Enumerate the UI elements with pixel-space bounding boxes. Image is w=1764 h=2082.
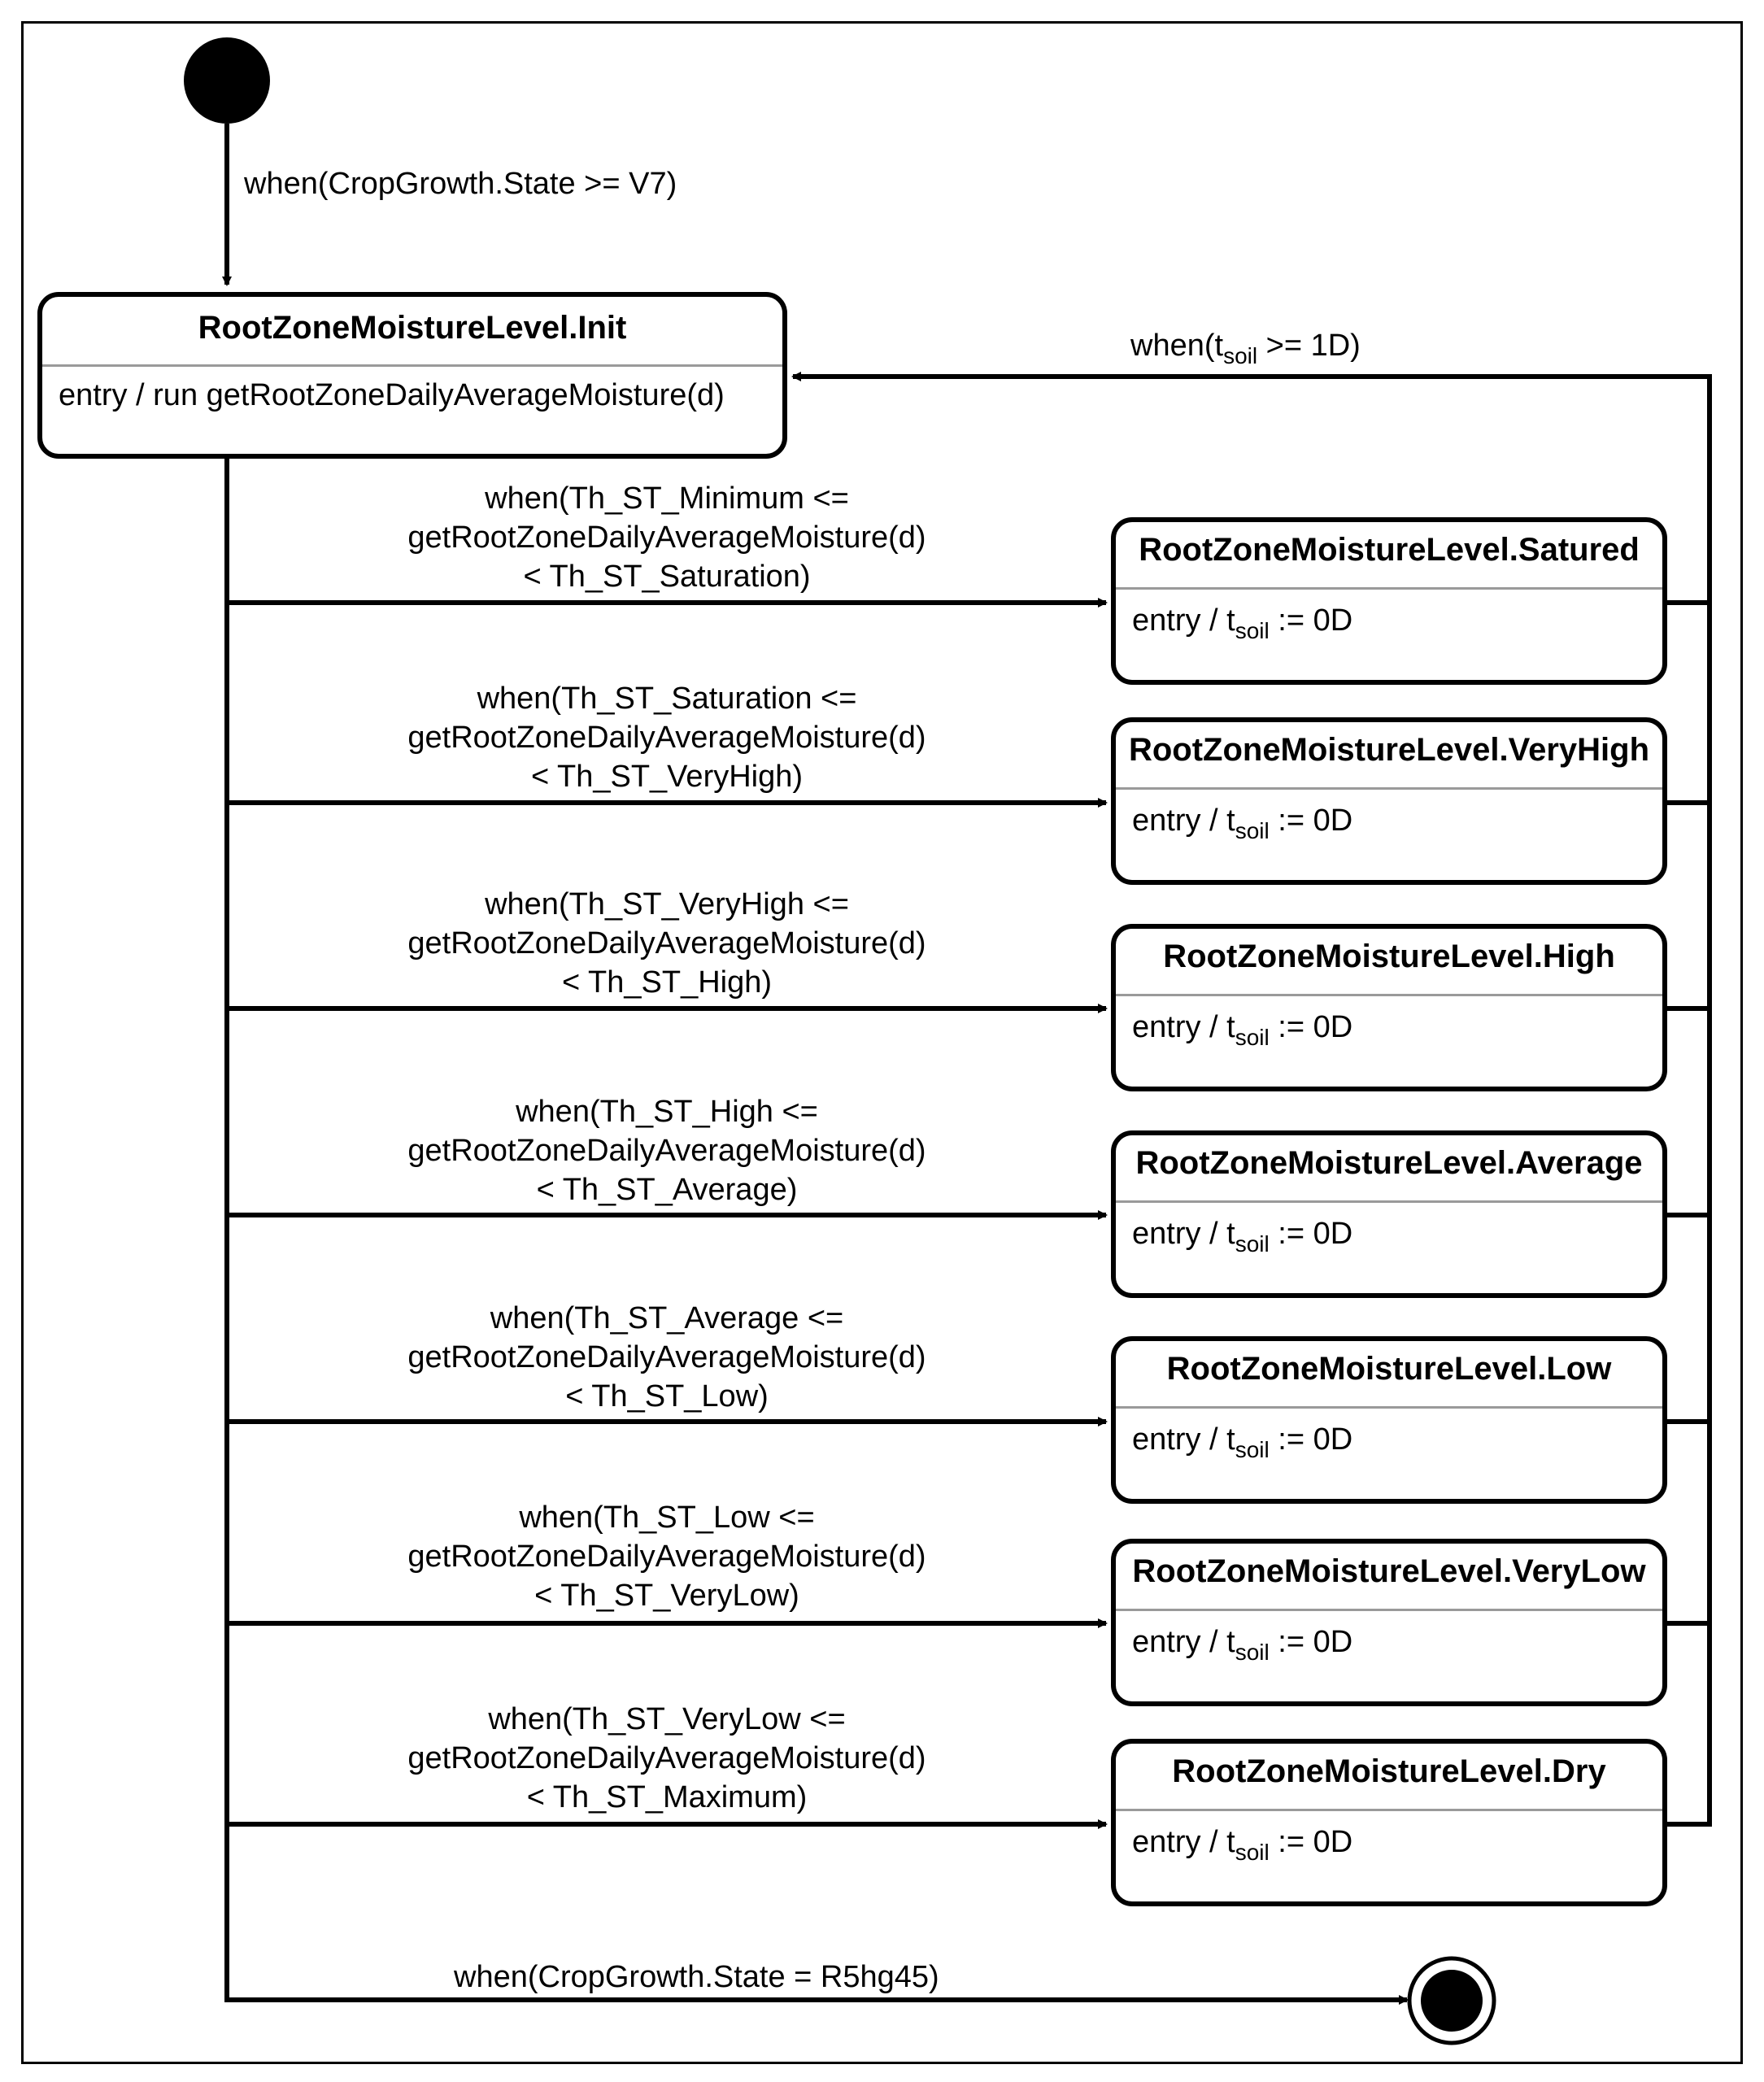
entry-prefix: entry / t: [1132, 1625, 1235, 1659]
state-title: RootZoneMoistureLevel.High: [1163, 939, 1615, 974]
entry-suffix: := 0D: [1269, 1010, 1353, 1044]
guard-line: < Th_ST_VeryHigh): [530, 760, 804, 794]
entry-prefix: entry / t: [1132, 1825, 1235, 1859]
state-box: RootZoneMoistureLevel.Average entry / tso…: [1111, 1130, 1667, 1298]
guard-line: getRootZoneDailyAverageMoisture(d): [407, 1134, 926, 1168]
state-entry-action: entry / tsoil := 0D: [1132, 1010, 1353, 1049]
guard-line: when(Th_ST_Minimum <=: [485, 481, 849, 516]
entry-sub: soil: [1235, 818, 1270, 843]
entry-prefix: entry / t: [1132, 804, 1235, 838]
guard-line: getRootZoneDailyAverageMoisture(d): [407, 1340, 926, 1374]
entry-suffix: := 0D: [1269, 1625, 1353, 1659]
entry-suffix: := 0D: [1269, 1422, 1353, 1457]
init-state-divider: [42, 364, 782, 367]
transition-guard-label: when(Th_ST_VeryHigh <= getRootZoneDailyAv…: [382, 885, 952, 1002]
init-state-entry: entry / run getRootZoneDailyAverageMoist…: [59, 378, 725, 412]
state-divider: [1116, 1809, 1662, 1811]
state-title: RootZoneMoistureLevel.Dry: [1172, 1753, 1606, 1789]
init-state: RootZoneMoistureLevel.Init entry / run g…: [37, 292, 787, 459]
transition-guard-label: when(Th_ST_Saturation <= getRootZoneDaily…: [382, 679, 952, 796]
transition-guard-label: when(Th_ST_VeryLow <= getRootZoneDailyAve…: [382, 1700, 952, 1817]
guard-line: getRootZoneDailyAverageMoisture(d): [407, 1540, 926, 1574]
diagram-frame: [21, 21, 1743, 2064]
guard-line: < Th_ST_Maximum): [526, 1780, 808, 1814]
state-title: RootZoneMoistureLevel.Average: [1135, 1145, 1643, 1181]
guard-line: < Th_ST_Saturation): [523, 560, 811, 594]
state-title: RootZoneMoistureLevel.Low: [1166, 1351, 1612, 1387]
entry-suffix: := 0D: [1269, 1217, 1353, 1251]
entry-prefix: entry / t: [1132, 1422, 1235, 1457]
entry-sub: soil: [1235, 1640, 1270, 1665]
state-divider: [1116, 787, 1662, 790]
state-entry-action: entry / tsoil := 0D: [1132, 1422, 1353, 1461]
state-divider: [1116, 1609, 1662, 1611]
return-label-suffix: >= 1D): [1257, 329, 1361, 363]
state-entry-action: entry / tsoil := 0D: [1132, 1625, 1353, 1664]
state-entry-action: entry / tsoil := 0D: [1132, 1825, 1353, 1864]
start-transition-label: when(CropGrowth.State >= V7): [244, 167, 677, 201]
entry-sub: soil: [1235, 1231, 1270, 1257]
state-box: RootZoneMoistureLevel.VeryHigh entry / ts…: [1111, 717, 1667, 885]
guard-line: < Th_ST_Average): [536, 1173, 798, 1207]
guard-line: when(Th_ST_Average <=: [490, 1301, 844, 1335]
guard-line: getRootZoneDailyAverageMoisture(d): [407, 1741, 926, 1775]
transition-guard-label: when(Th_ST_Average <= getRootZoneDailyAve…: [382, 1299, 952, 1416]
guard-line: < Th_ST_High): [561, 965, 773, 1000]
final-state-core: [1421, 1970, 1483, 2032]
guard-line: when(Th_ST_VeryLow <=: [488, 1702, 846, 1736]
entry-suffix: := 0D: [1269, 603, 1353, 638]
state-entry-action: entry / tsoil := 0D: [1132, 804, 1353, 843]
state-divider: [1116, 994, 1662, 996]
end-transition-label: when(CropGrowth.State = R5hg45): [454, 1960, 939, 1994]
entry-sub: soil: [1235, 1840, 1270, 1865]
final-transition-arrow: [224, 459, 1409, 2005]
state-title: RootZoneMoistureLevel.VeryLow: [1132, 1553, 1646, 1589]
entry-sub: soil: [1235, 1025, 1270, 1050]
state-entry-action: entry / tsoil := 0D: [1132, 603, 1353, 642]
transition-guard-label: when(Th_ST_High <= getRootZoneDailyAverag…: [382, 1092, 952, 1209]
state-box: RootZoneMoistureLevel.Low entry / tsoil :…: [1111, 1336, 1667, 1504]
return-label-sub: soil: [1223, 343, 1258, 368]
entry-sub: soil: [1235, 1437, 1270, 1462]
state-divider: [1116, 587, 1662, 590]
state-title: RootZoneMoistureLevel.VeryHigh: [1128, 732, 1650, 768]
entry-suffix: := 0D: [1269, 1825, 1353, 1859]
guard-line: < Th_ST_VeryLow): [534, 1579, 799, 1613]
return-transition-label: when(tsoil >= 1D): [1130, 326, 1361, 368]
guard-line: when(Th_ST_High <=: [516, 1095, 818, 1129]
state-title: RootZoneMoistureLevel.Satured: [1139, 532, 1640, 568]
guard-line: < Th_ST_Low): [565, 1379, 769, 1413]
transition-guard-label: when(Th_ST_Low <= getRootZoneDailyAverage…: [382, 1498, 952, 1615]
initial-state-node: [184, 37, 270, 124]
guard-line: when(Th_ST_Low <=: [519, 1501, 815, 1535]
state-box: RootZoneMoistureLevel.VeryLow entry / tso…: [1111, 1539, 1667, 1706]
init-state-title: RootZoneMoistureLevel.Init: [198, 310, 627, 346]
transition-guard-label: when(Th_ST_Minimum <= getRootZoneDailyAve…: [382, 479, 952, 596]
state-box: RootZoneMoistureLevel.Dry entry / tsoil :…: [1111, 1739, 1667, 1906]
guard-line: getRootZoneDailyAverageMoisture(d): [407, 721, 926, 755]
state-entry-action: entry / tsoil := 0D: [1132, 1217, 1353, 1256]
entry-prefix: entry / t: [1132, 1217, 1235, 1251]
return-label-prefix: when(t: [1130, 329, 1224, 363]
state-divider: [1116, 1406, 1662, 1409]
entry-suffix: := 0D: [1269, 804, 1353, 838]
guard-line: when(Th_ST_Saturation <=: [477, 682, 857, 716]
entry-prefix: entry / t: [1132, 603, 1235, 638]
guard-line: getRootZoneDailyAverageMoisture(d): [407, 926, 926, 960]
entry-sub: soil: [1235, 618, 1270, 643]
guard-line: when(Th_ST_VeryHigh <=: [485, 887, 849, 921]
guard-line: getRootZoneDailyAverageMoisture(d): [407, 520, 926, 555]
state-box: RootZoneMoistureLevel.Satured entry / tso…: [1111, 517, 1667, 685]
state-divider: [1116, 1200, 1662, 1203]
state-box: RootZoneMoistureLevel.High entry / tsoil …: [1111, 924, 1667, 1091]
entry-prefix: entry / t: [1132, 1010, 1235, 1044]
